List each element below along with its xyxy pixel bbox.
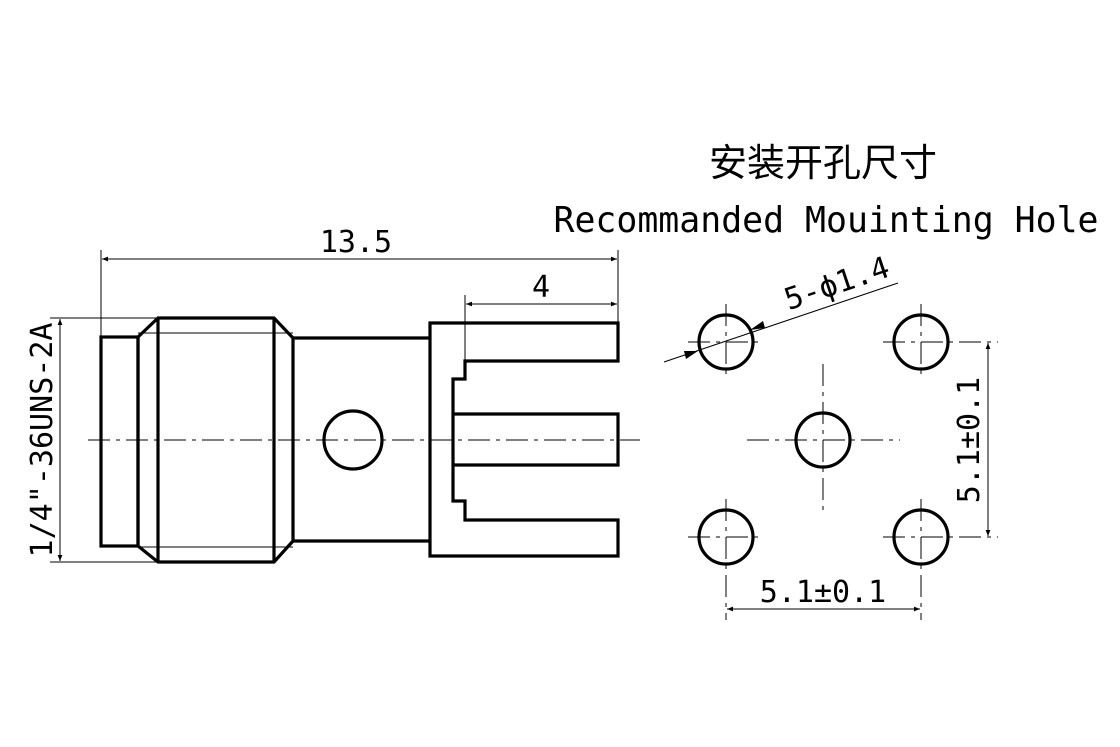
horizontal-spacing-label: 5.1±0.1 (760, 575, 886, 610)
title-chinese: 安装开孔尺寸 (709, 141, 937, 185)
hole-bottom-right (883, 499, 998, 620)
vertical-spacing-label: 5.1±0.1 (952, 377, 987, 503)
shank-hole (322, 409, 384, 471)
pcb-block (428, 321, 620, 558)
side-view: 13.5 4 1/4"-36UNS-2A (25, 225, 640, 564)
front-cylinder (99, 335, 140, 548)
hole-top-right (883, 304, 998, 380)
thread-label: 1/4"-36UNS-2A (25, 323, 60, 558)
overall-length-label: 13.5 (320, 225, 392, 260)
center-pin (453, 412, 620, 467)
shank (293, 336, 430, 543)
mounting-hole-pattern: 5-ϕ1.4 5.1±0.1 5.1±0.1 (663, 250, 998, 620)
leader-arrow-outer (684, 351, 698, 359)
hole-bottom-left (688, 499, 764, 620)
diameter-leader (663, 282, 899, 363)
hole-center (747, 364, 900, 516)
hole-diameter-label: 5-ϕ1.4 (780, 250, 894, 318)
hole-top-left (688, 304, 764, 380)
leader-arrow-inner (750, 321, 765, 330)
tine-length-label: 4 (532, 270, 550, 305)
title-english: Recommanded Mouinting Hole (554, 200, 1099, 241)
